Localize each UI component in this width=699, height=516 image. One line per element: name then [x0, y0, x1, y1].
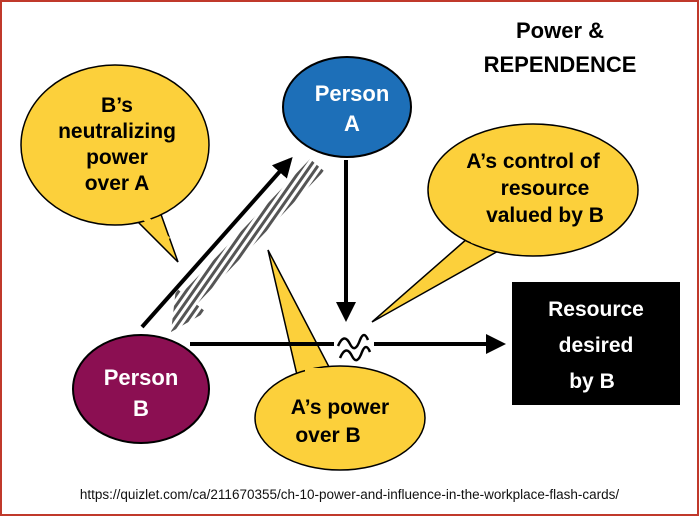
resource-label-line-1: Resource	[548, 298, 644, 321]
bubble-control-line-2: resource	[501, 177, 590, 200]
bubble-control-of-resource: A’s control of resource valued by B	[371, 123, 639, 323]
bubble-power-line-1: A’s power	[291, 396, 389, 419]
person-b-label-line-2: B	[133, 396, 149, 421]
bubble-control-line-1: A’s control of	[466, 150, 600, 173]
resource-label-line-2: desired	[559, 334, 634, 357]
bubble-neutralizing-line-2: neutralizing	[58, 120, 176, 143]
resource-box: Resource desired by B	[512, 282, 680, 405]
bubble-power-over-b: A’s power over B	[254, 249, 426, 471]
person-a-node: Person A	[282, 56, 412, 158]
person-b-label-line-1: Person	[104, 365, 179, 390]
control-interruption-mark	[334, 328, 374, 362]
person-b-node: Person B	[72, 334, 210, 444]
neutralizing-hatched-arrow	[171, 159, 324, 332]
bubble-power-line-2: over B	[295, 424, 360, 447]
bubble-neutralizing-line-3: power	[86, 146, 148, 169]
bubble-neutralizing-line-1: B’s	[101, 94, 133, 117]
bubble-control-line-3: valued by B	[486, 204, 604, 227]
bubble-neutralizing-power: B’s neutralizing power over A	[20, 64, 210, 263]
person-a-label-line-2: A	[344, 111, 360, 136]
arrow-b-to-a	[140, 157, 293, 329]
source-url: https://quizlet.com/ca/211670355/ch-10-p…	[79, 487, 620, 502]
title-line-2: REPENDENCE	[484, 52, 637, 77]
bubble-neutralizing-line-4: over A	[85, 172, 150, 195]
person-a-label-line-1: Person	[315, 81, 390, 106]
title-line-1: Power &	[516, 18, 604, 43]
resource-label-line-3: by B	[569, 370, 615, 393]
